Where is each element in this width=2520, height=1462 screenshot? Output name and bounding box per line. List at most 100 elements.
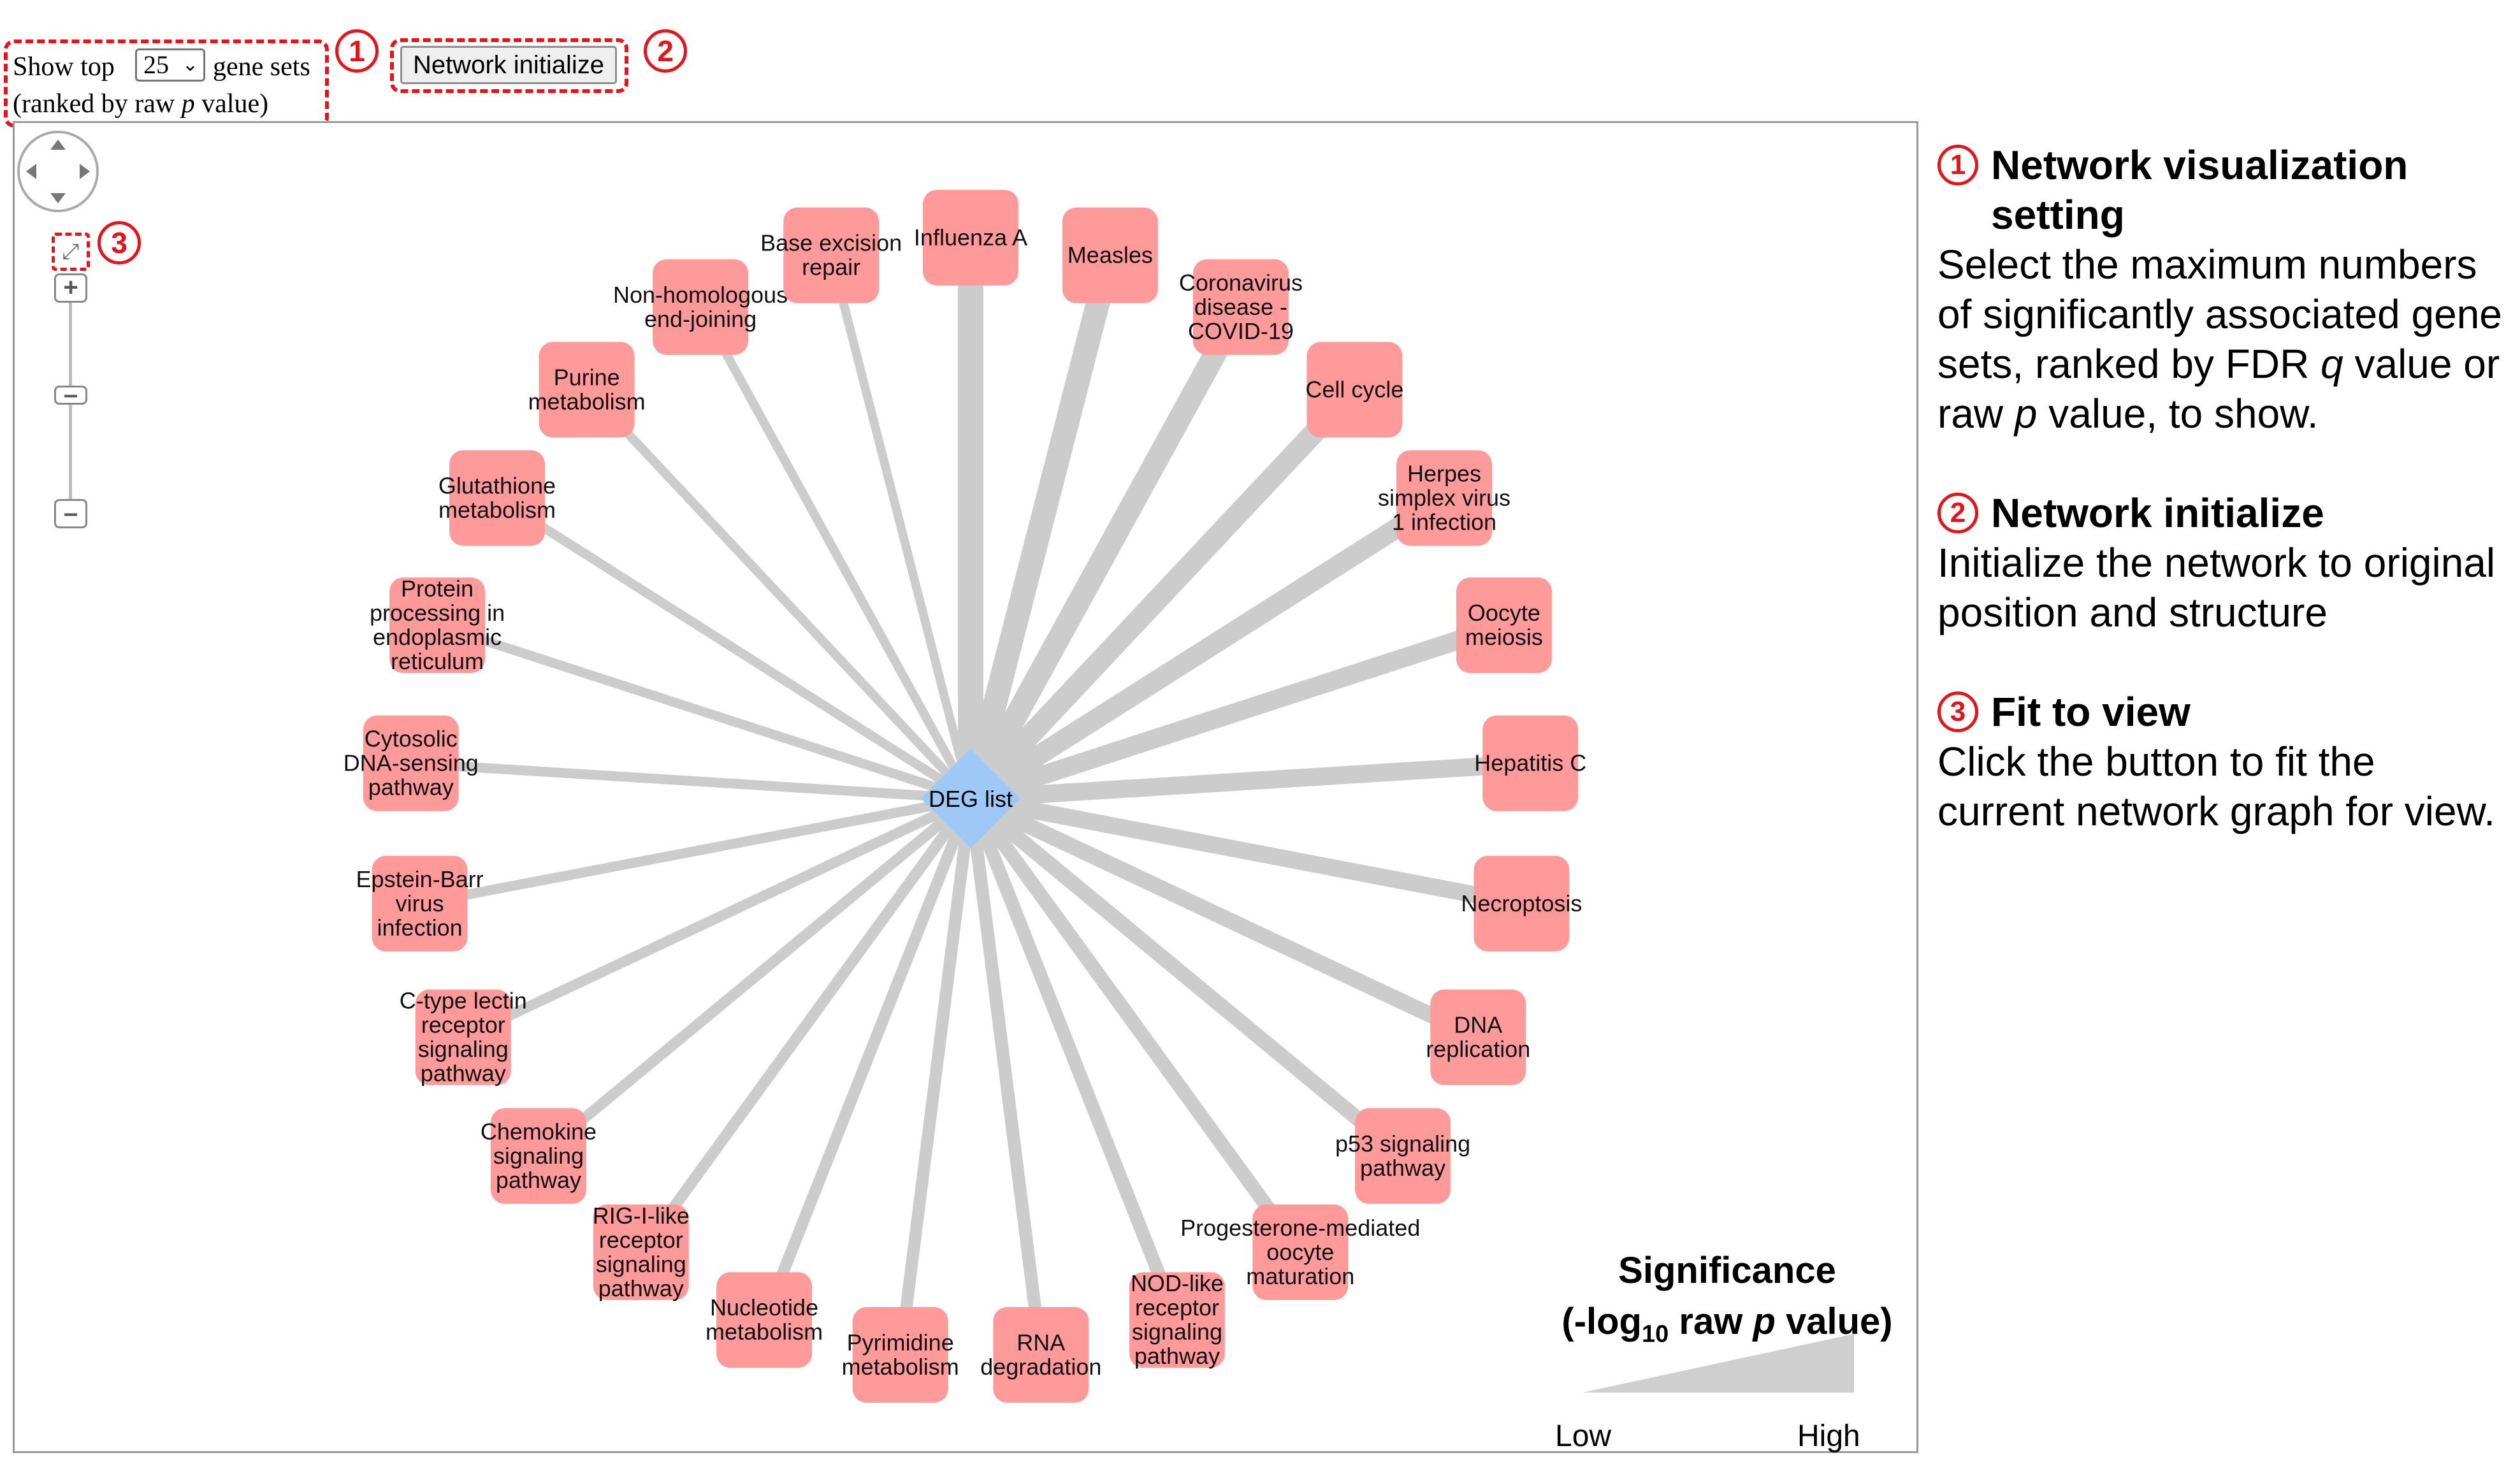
gene-set-node[interactable]: Necroptosis: [1461, 855, 1582, 952]
gene-set-node[interactable]: Cell cycle: [1305, 342, 1403, 438]
center-node[interactable]: DEG list: [921, 749, 1020, 848]
help-item-1-title: 1 Network visualization setting: [1937, 140, 2511, 240]
gene-set-node-box[interactable]: [372, 855, 468, 952]
gene-set-node-box[interactable]: [1252, 1204, 1349, 1300]
help-number-2: 2: [1937, 493, 1978, 533]
pan-down-icon[interactable]: [50, 193, 66, 203]
gene-set-node-box[interactable]: [539, 342, 635, 438]
gene-set-node-box[interactable]: [1355, 1108, 1451, 1204]
edge: [535, 794, 974, 1161]
gene-set-node-box[interactable]: [389, 577, 486, 674]
gene-set-node-box[interactable]: [716, 1272, 813, 1368]
gene-set-node-box[interactable]: [1456, 577, 1552, 674]
top-n-select[interactable]: 25 ⌄: [135, 48, 205, 82]
minus-icon: –: [63, 499, 78, 527]
gene-set-node-box[interactable]: [593, 1204, 689, 1300]
gene-set-node-label: Influenza A: [914, 224, 1027, 250]
gene-set-node[interactable]: Influenza A: [914, 190, 1027, 286]
help-description: 1 Network visualization setting Select t…: [1937, 140, 2511, 886]
gene-set-node-box[interactable]: [415, 989, 511, 1085]
gene-set-node-box[interactable]: [783, 207, 880, 303]
pan-left-icon[interactable]: [26, 164, 36, 179]
fit-to-view-button[interactable]: ⤢: [52, 233, 90, 271]
gene-set-node-box[interactable]: [1474, 855, 1570, 952]
legend-title: Significance: [1618, 1250, 1836, 1291]
gene-set-node-box[interactable]: [1129, 1272, 1225, 1368]
handle-icon: –: [63, 380, 78, 409]
help-item-1-p: p: [2014, 391, 2038, 437]
edge: [419, 793, 972, 909]
help-item-1-text-b: value or raw: [1937, 341, 2500, 437]
edge: [696, 305, 975, 801]
zoom-out-button[interactable]: –: [54, 499, 87, 528]
pan-circle[interactable]: [17, 131, 99, 212]
ranked-p: p: [181, 89, 195, 119]
gene-set-node-box[interactable]: [923, 190, 1018, 286]
edge: [758, 796, 976, 1322]
legend-sub-prefix: (-log: [1561, 1301, 1642, 1342]
gene-set-node-box[interactable]: [1192, 259, 1289, 355]
gene-set-node-box[interactable]: [490, 1108, 586, 1204]
top-n-value: 25: [143, 50, 169, 79]
edge: [966, 792, 1408, 1162]
zoom-slider-handle[interactable]: –: [54, 382, 87, 407]
gene-set-node-box[interactable]: [363, 715, 459, 811]
edge: [964, 797, 1048, 1356]
edge: [636, 795, 976, 1256]
gene-set-node-box[interactable]: [1430, 989, 1526, 1085]
gene-set-node-box[interactable]: [449, 450, 545, 546]
edge: [964, 794, 1307, 1257]
gene-set-node-box[interactable]: [852, 1307, 948, 1403]
callout-number-3: 3: [98, 221, 141, 264]
ranked-prefix: (ranked by raw: [13, 89, 182, 119]
help-item-1-heading: Network visualization setting: [1991, 142, 2408, 238]
gene-set-node[interactable]: Measles: [1062, 207, 1158, 303]
edges-layer: [410, 238, 1532, 1356]
help-item-3-title: 3 Fit to view: [1937, 687, 2511, 737]
edge: [435, 620, 973, 804]
edge: [461, 793, 973, 1043]
gene-set-node-box[interactable]: [1396, 450, 1493, 546]
gene-set-node-box[interactable]: [653, 259, 749, 355]
help-item-1-q: q: [2321, 341, 2343, 387]
gene-set-node-box[interactable]: [1062, 207, 1158, 303]
edge: [969, 790, 1523, 912]
gene-set-node[interactable]: Hepatitis C: [1474, 715, 1586, 811]
gene-set-node-box[interactable]: [1482, 715, 1579, 811]
network-initialize-button[interactable]: Network initialize: [400, 46, 617, 84]
pan-up-icon[interactable]: [50, 140, 66, 150]
gene-set-node-box[interactable]: [993, 1307, 1089, 1403]
zoom-in-button[interactable]: +: [54, 273, 87, 303]
deg-list-node-shape[interactable]: [921, 749, 1020, 848]
edge: [495, 494, 973, 803]
edge: [967, 616, 1507, 808]
pan-right-icon[interactable]: [80, 164, 90, 179]
gene-set-node-box[interactable]: [1307, 342, 1403, 438]
